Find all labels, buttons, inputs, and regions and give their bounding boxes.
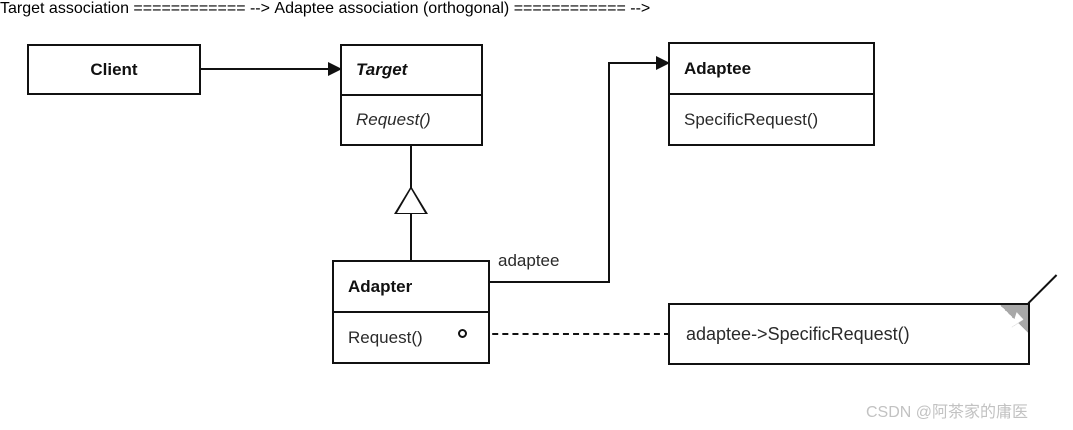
association-line-client-target bbox=[201, 68, 332, 70]
association-line-adapter-adaptee-horizontal-upper bbox=[608, 62, 662, 64]
class-operation-target-request: Request() bbox=[342, 94, 481, 144]
class-box-target[interactable]: Target Request() bbox=[340, 44, 483, 146]
association-line-adapter-adaptee-vertical bbox=[608, 62, 610, 283]
note-fold-crease-line bbox=[1027, 274, 1058, 304]
generalization-line-upper bbox=[410, 146, 412, 188]
class-name-adaptee: Adaptee bbox=[684, 58, 752, 78]
uml-note-text: adaptee->SpecificRequest() bbox=[686, 323, 910, 344]
filled-arrowhead-adapter-adaptee bbox=[656, 56, 670, 70]
association-role-label-adaptee: adaptee bbox=[496, 251, 562, 271]
association-line-adapter-adaptee-horizontal-lower bbox=[488, 281, 610, 283]
class-operation-adaptee-specificrequest: SpecificRequest() bbox=[670, 93, 873, 144]
generalization-line-lower bbox=[410, 213, 412, 261]
class-box-adapter[interactable]: Adapter Request() bbox=[332, 260, 490, 364]
uml-note-box[interactable]: adaptee->SpecificRequest() bbox=[668, 274, 1058, 365]
class-name-target: Target bbox=[356, 60, 408, 79]
filled-arrowhead-client-target bbox=[328, 62, 342, 76]
class-box-client[interactable]: Client bbox=[27, 44, 201, 95]
class-box-adaptee[interactable]: Adaptee SpecificRequest() bbox=[668, 42, 875, 146]
hollow-triangle-arrowhead-generalization bbox=[394, 186, 428, 214]
note-folded-corner-icon bbox=[1000, 305, 1028, 333]
class-name-client: Client bbox=[90, 59, 138, 79]
note-anchor-dashed-line bbox=[472, 333, 670, 335]
note-anchor-socket-icon bbox=[458, 329, 467, 338]
class-operation-adapter-request: Request() bbox=[334, 311, 488, 362]
class-name-adapter: Adapter bbox=[348, 276, 413, 296]
csdn-watermark: CSDN @阿茶家的庸医 bbox=[866, 404, 1029, 421]
